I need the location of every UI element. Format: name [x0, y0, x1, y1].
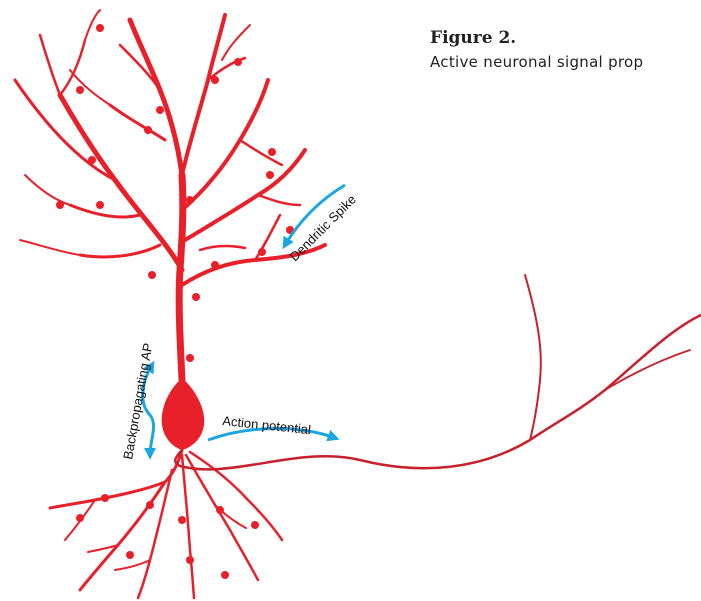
basal-spines	[76, 494, 259, 579]
apical-dendrites	[15, 10, 325, 380]
soma	[162, 378, 205, 450]
figure-caption: Active neuronal signal prop	[430, 53, 643, 71]
basal-dendrites	[50, 450, 282, 598]
axon-branch	[525, 275, 541, 440]
axon-branch-2	[605, 350, 690, 390]
figure-title: Figure 2.	[430, 28, 516, 48]
axon	[175, 315, 701, 469]
apical-trunk	[179, 175, 183, 380]
